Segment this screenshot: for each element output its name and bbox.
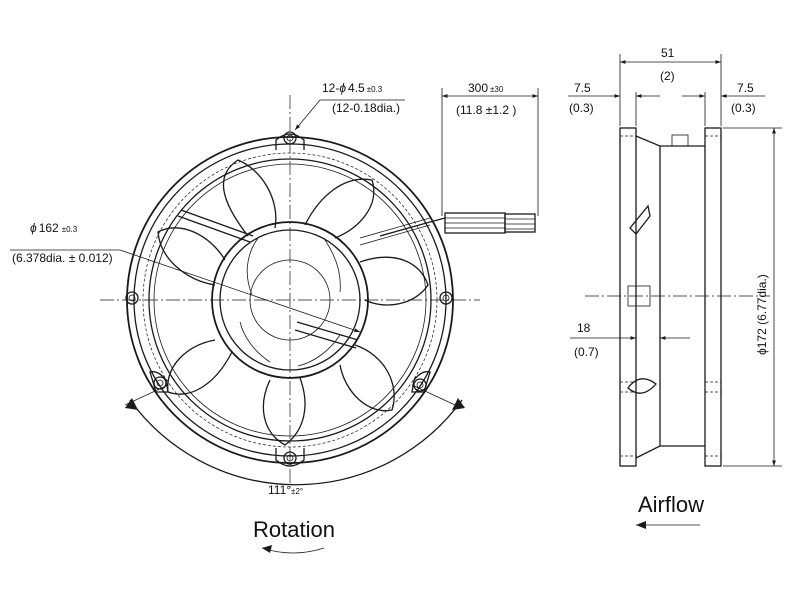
hub-center-ring [249,259,331,341]
flange-right-label: 7.5 [737,81,754,95]
hole-callout-leader [294,99,405,131]
diameter-leader [119,249,361,333]
hub-inner [219,229,361,371]
angle-label: 111°±2° [268,483,303,497]
front-view [10,88,539,554]
mount-hole-lower-right [413,378,427,392]
mount-hole-bottom [283,451,297,465]
rotation-label: Rotation [253,517,335,542]
airflow-label: Airflow [638,492,704,517]
bottom-lug [275,448,305,467]
mount-hole-inch: (12-0.18dia.) [332,101,400,115]
side-view [568,54,782,529]
cable-end [504,213,536,233]
flange-left-inch: (0.3) [569,101,594,115]
hub-outer [211,221,369,379]
spokes [177,209,431,349]
cable-length-inch: (11.8 ±1.2 ) [456,103,516,117]
top-lug [275,133,305,150]
fan-blades [157,159,429,446]
mount-circle-inch: (6.378dia. ± 0.012) [12,251,113,265]
cable-length-label: 300±30 [468,81,504,95]
mount-hole-pitch-circle [142,152,438,448]
depth-inch: (2) [660,69,675,83]
outer-diameter-label: ϕ172 (6.77dia.) [755,274,769,355]
cable-exit [671,134,689,147]
angle-arc [129,399,463,486]
venturi-left [635,135,661,459]
rotation-arrow-icon [261,547,325,554]
blade-tip-circle [153,163,427,437]
depth-label: 51 [661,46,675,60]
left-flange [619,127,637,467]
flange-right-inch: (0.3) [731,101,756,115]
lead-wires [379,212,536,237]
hub-step-inch: (0.7) [574,345,599,359]
lower-right-lug [411,371,431,393]
hub-profile [627,285,651,307]
hub-step-label: 18 [577,321,591,335]
flange-left-label: 7.5 [574,81,591,95]
mounting-holes [125,131,453,467]
blade-profile-top [629,204,651,235]
mount-hole-left [125,291,139,305]
mount-hole-top [283,131,297,145]
blade-profile-bottom [627,378,657,394]
right-flange [704,127,722,467]
mount-hole-right [439,291,453,305]
